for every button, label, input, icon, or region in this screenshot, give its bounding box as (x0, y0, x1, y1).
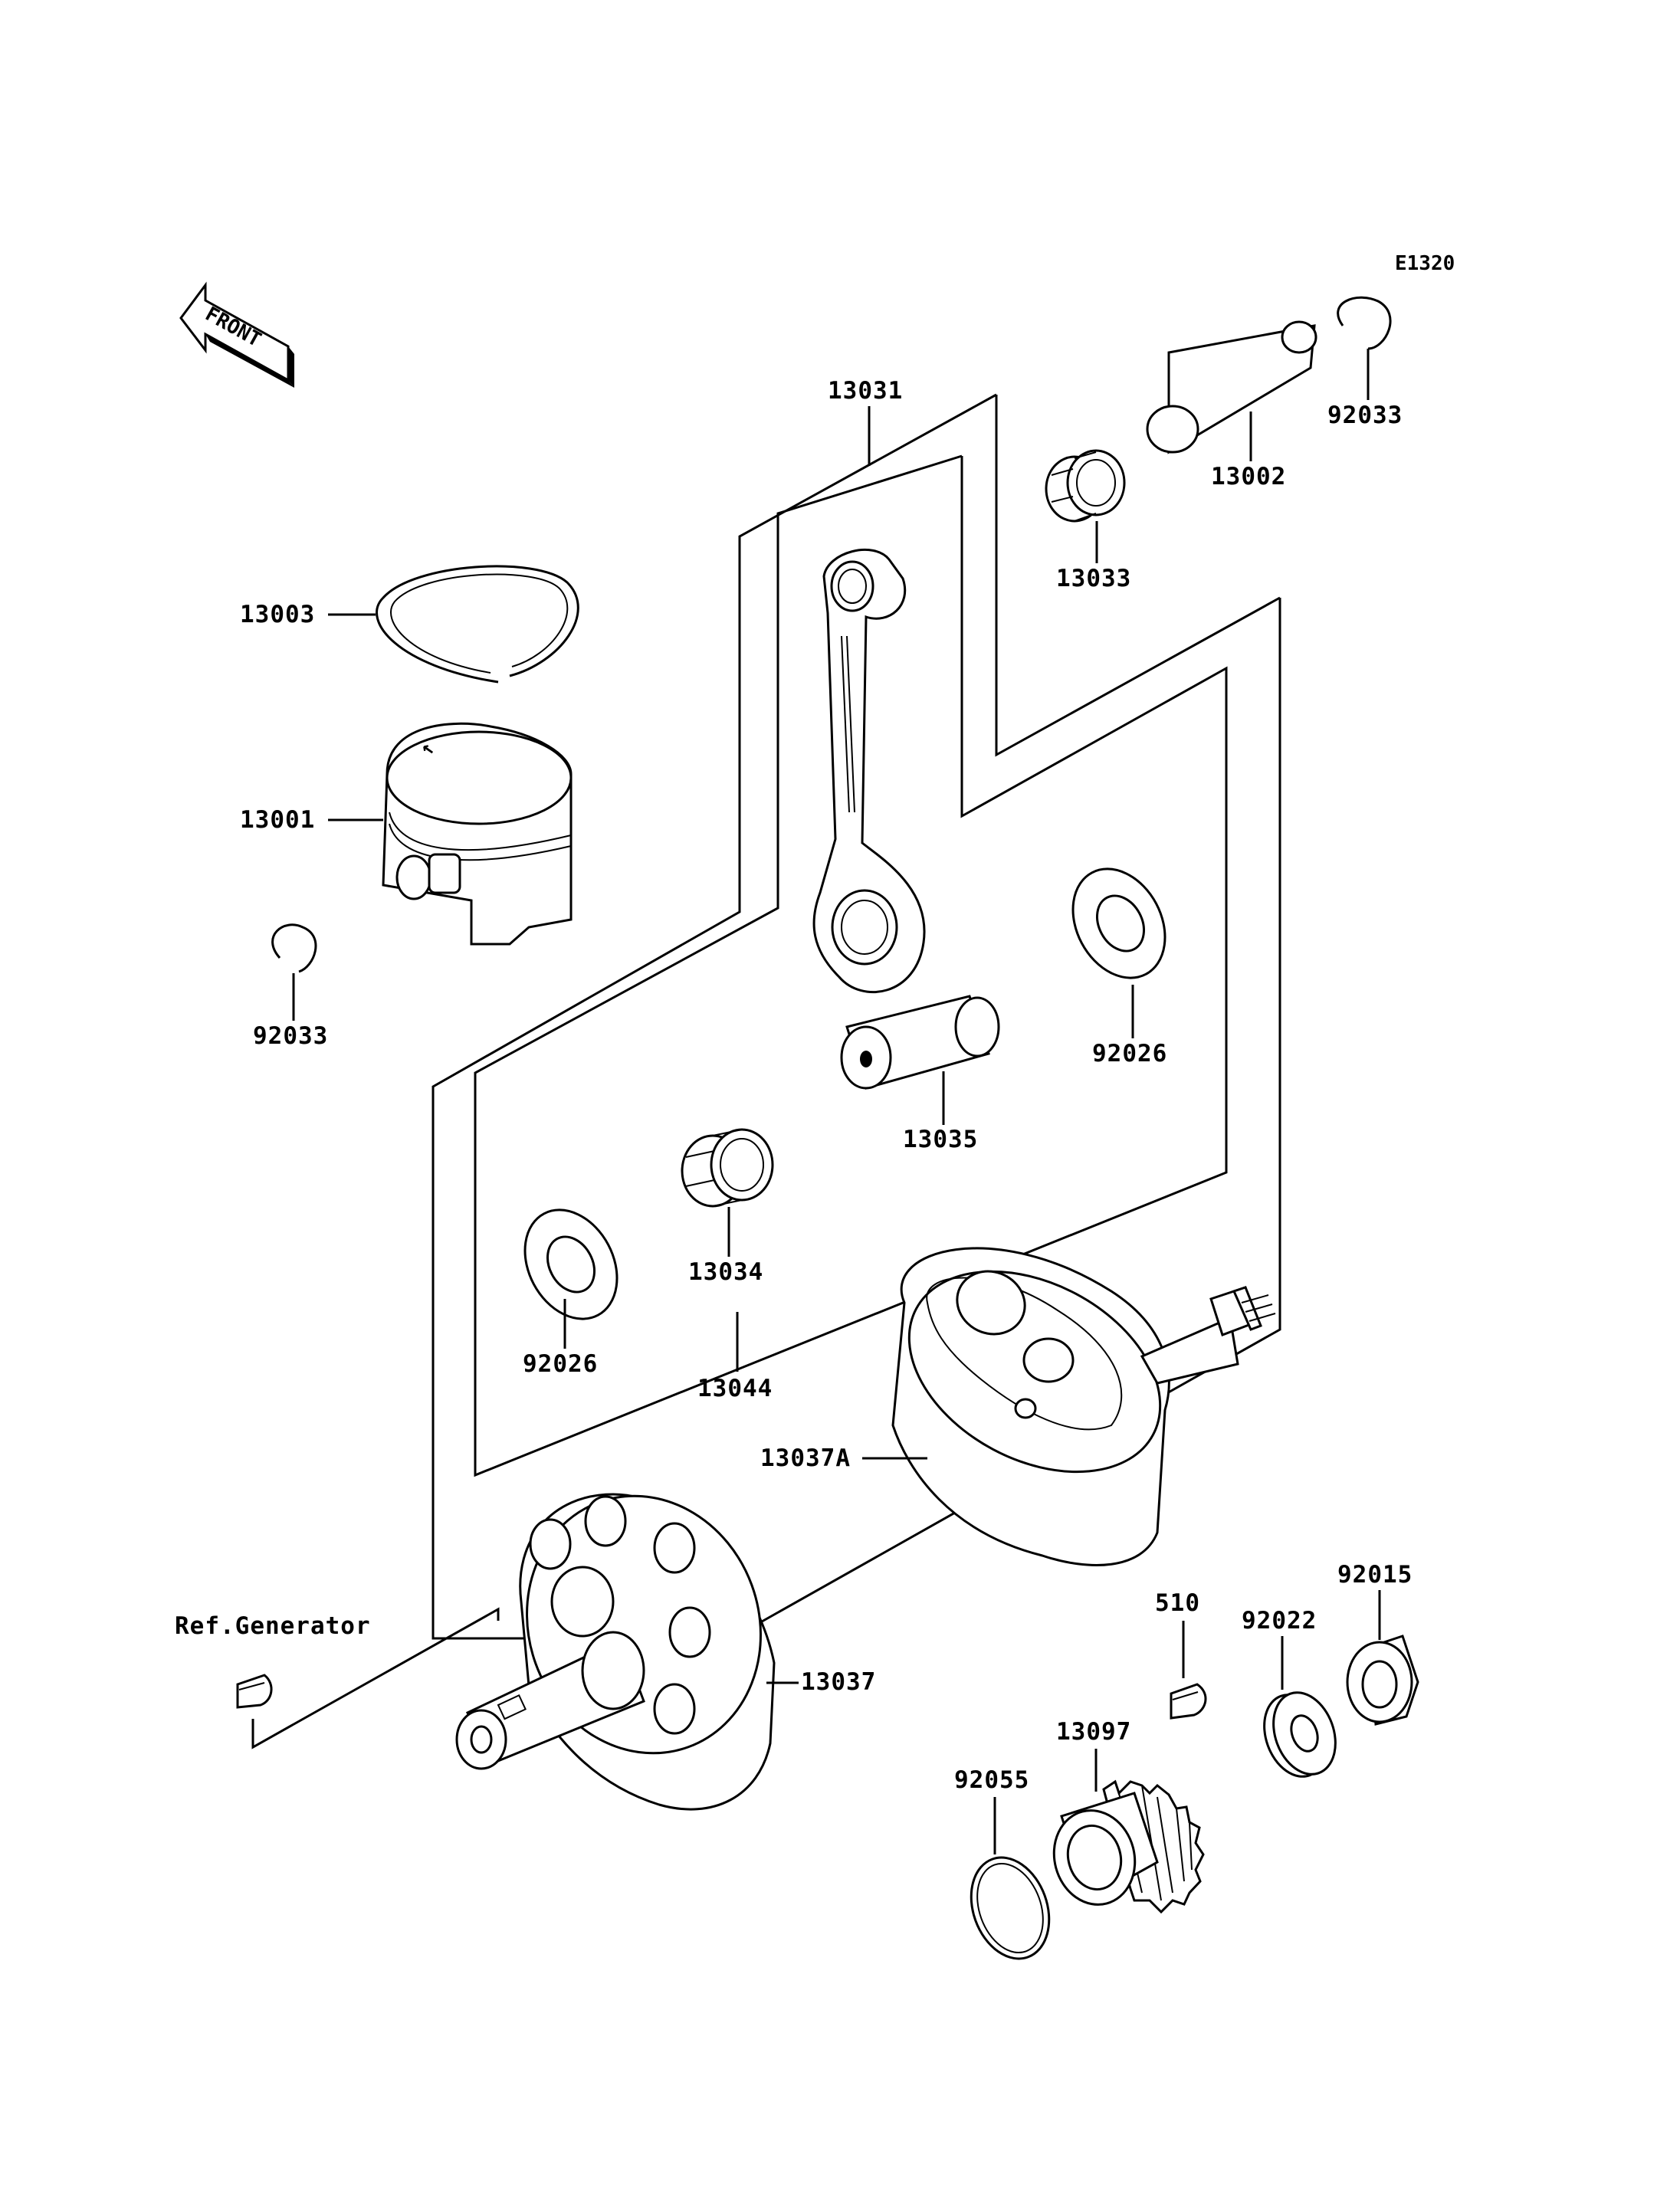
label-13044: 13044 (697, 1375, 773, 1402)
label-92033-left: 92033 (253, 1022, 328, 1050)
label-13031: 13031 (828, 377, 903, 405)
connecting-rod-assembly-frame (431, 393, 1281, 1640)
svg-text:↖: ↖ (420, 736, 436, 760)
woodruff-key-generator (236, 1674, 273, 1709)
washer (1263, 1691, 1337, 1778)
label-13033: 13033 (1056, 565, 1131, 592)
crankshaft-gear (1052, 1779, 1205, 1914)
crankshaft-assembly-frame (474, 454, 1228, 1477)
label-92033-top: 92033 (1327, 402, 1403, 429)
o-ring (970, 1856, 1051, 1960)
needle-bearing-small-end (1045, 449, 1126, 523)
collar (1346, 1635, 1419, 1726)
crankshaft-half-left (455, 1493, 776, 1811)
ref-generator-label: Ref.Generator (175, 1612, 371, 1640)
crank-pin (840, 995, 1000, 1090)
label-13034: 13034 (688, 1258, 763, 1286)
label-92015: 92015 (1337, 1561, 1413, 1589)
label-92022: 92022 (1242, 1607, 1317, 1635)
label-92026-left: 92026 (523, 1350, 598, 1378)
label-510: 510 (1155, 1589, 1200, 1617)
label-13003: 13003 (240, 601, 315, 628)
label-13037: 13037 (801, 1668, 876, 1696)
front-arrow-icon: FRONT (179, 281, 294, 388)
label-13002: 13002 (1211, 463, 1286, 490)
needle-bearing-big-end (681, 1128, 774, 1208)
thrust-washer-left (523, 1208, 619, 1320)
piston: ↖ (382, 722, 573, 946)
piston-ring (376, 565, 579, 684)
label-92026-right: 92026 (1092, 1040, 1167, 1067)
label-13001: 13001 (240, 806, 315, 834)
diagram-code: E1320 (1395, 252, 1455, 275)
woodruff-key (1170, 1683, 1207, 1720)
label-13097: 13097 (1056, 1718, 1131, 1746)
leader-ref-generator (251, 1607, 500, 1749)
label-92055: 92055 (954, 1766, 1029, 1794)
label-13037A: 13037A (760, 1444, 851, 1472)
piston-pin (1146, 320, 1317, 454)
thrust-washer-right (1071, 867, 1166, 979)
circlip-left (271, 923, 317, 973)
circlip-top (1337, 296, 1392, 350)
connecting-rod (812, 548, 926, 994)
crankshaft-half-right (891, 1247, 1276, 1566)
label-13035: 13035 (903, 1126, 978, 1153)
